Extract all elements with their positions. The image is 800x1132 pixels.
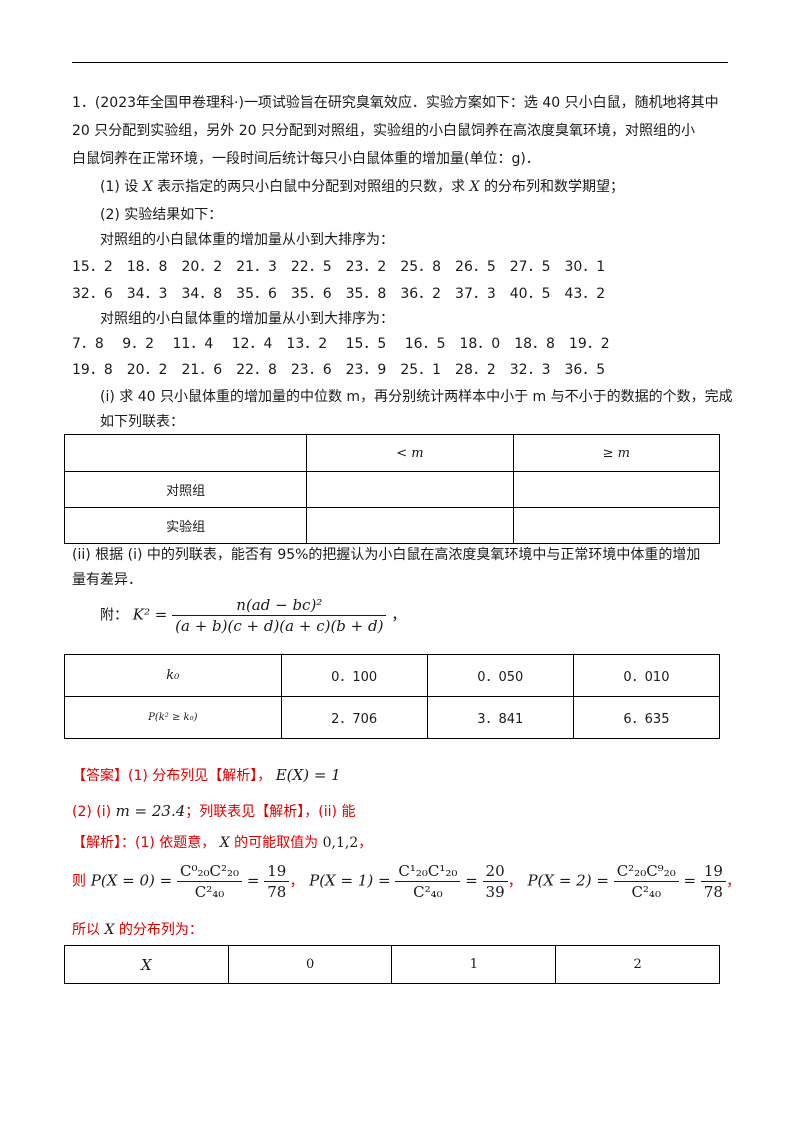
experiment-data-row-1: 7．8 9．2 11．4 12．4 13．2 15．5 16．5 18．0 18… (72, 336, 610, 352)
distribution-header-2: 2 (555, 945, 720, 984)
control-data-row-2: 32．6 34．3 34．8 35．6 35．6 35．8 36．2 37．3 … (72, 286, 606, 302)
distribution-caption: 所以 X 的分布列为： (72, 922, 203, 938)
problem-line-2: 20 只分配到实验组，另外 20 只分配到对照组，实验组的小白鼠饲养在高浓度臭氧… (72, 123, 695, 139)
question-2: (2) 实验结果如下： (100, 207, 223, 223)
answer-label: 【答案】 (72, 768, 128, 784)
question-1: (1) 设 X 表示指定的两只小白鼠中分配到对照组的只数，求 X 的分布列和数学… (100, 179, 625, 195)
control-data-row-1: 15．2 18．8 20．2 21．3 22．5 23．2 25．8 26．5 … (72, 259, 606, 275)
expectation-value: E(X) = 1 (275, 766, 341, 784)
critical-header-p: P(k² ≥ k₀) (64, 696, 282, 739)
problem-source: (2023年全国甲卷理科·) (94, 95, 244, 111)
answer-line-2: (2) (i) m = 23.4；列联表见【解析】，(ii) 能 (72, 802, 356, 820)
critical-cell: 3．841 (426, 696, 574, 739)
critical-row-p: P(k² ≥ k₀) 2．706 3．841 6．635 (64, 696, 721, 739)
critical-cell: 0．010 (572, 654, 721, 697)
question-2-i-line-1: (i) 求 40 只小鼠体重的增加量的中位数 m，再分别统计两样本中小于 m 与… (100, 389, 733, 405)
contingency-cell (306, 471, 514, 508)
contingency-header-blank (63, 434, 308, 472)
question-2-ii-line-2: 量有差异． (72, 572, 142, 588)
answer-line-1: 【答案】(1) 分布列见【解析】， E(X) = 1 (72, 766, 341, 784)
contingency-table: < m ≥ m 对照组 实验组 (63, 434, 721, 544)
distribution-header-0: 0 (227, 945, 393, 984)
experiment-data-row-2: 19．8 20．2 21．6 22．8 23．6 23．9 25．1 28．2 … (72, 362, 606, 378)
contingency-header-less-m: < m (306, 434, 514, 472)
contingency-row-label: 对照组 (63, 471, 308, 508)
distribution-header-row: X 0 1 2 (64, 945, 720, 984)
contingency-cell (306, 507, 514, 544)
critical-cell: 0．100 (280, 654, 428, 697)
distribution-header-x: X (64, 945, 229, 984)
analysis-label: 【解析】 (72, 835, 121, 851)
median-value: m = 23.4 (115, 802, 186, 820)
header-rule (72, 62, 728, 63)
question-2-i-line-2: 如下列联表： (100, 414, 184, 430)
control-heading: 对照组的小白鼠体重的增加量从小到大排序为： (100, 232, 394, 248)
distribution-header-1: 1 (391, 945, 557, 984)
k-squared-fraction: n(ad − bc)² (a + b)(c + d)(a + c)(b + d) (172, 596, 387, 635)
problem-line-3: 白鼠饲养在正常环境，一段时间后统计每只小白鼠体重的增加量(单位：g)． (72, 151, 540, 167)
question-2-ii-line-1: (ii) 根据 (i) 中的列联表，能否有 95%的把握认为小白鼠在高浓度臭氧环… (72, 547, 701, 563)
critical-row-k0: k₀ 0．100 0．050 0．010 (64, 654, 721, 697)
contingency-cell (512, 471, 721, 508)
contingency-cell (512, 507, 721, 544)
distribution-table: X 0 1 2 (64, 945, 720, 984)
critical-value-table: k₀ 0．100 0．050 0．010 P(k² ≥ k₀) 2．706 3．… (64, 654, 721, 739)
critical-cell: 6．635 (572, 696, 721, 739)
critical-cell: 0．050 (426, 654, 574, 697)
k-squared-formula: 附： K² = n(ad − bc)² (a + b)(c + d)(a + c… (100, 596, 407, 635)
contingency-header-geq-m: ≥ m (512, 434, 721, 472)
contingency-row-control: 对照组 (63, 471, 721, 508)
critical-cell: 2．706 (280, 696, 428, 739)
contingency-row-label: 实验组 (63, 507, 308, 544)
problem-stem-1: 一项试验旨在研究臭氧效应．实验方案如下：选 40 只小白鼠，随机地将其中 (243, 95, 719, 111)
problem-line-1: 1．(2023年全国甲卷理科·)一项试验旨在研究臭氧效应．实验方案如下：选 40… (72, 93, 719, 113)
contingency-header-row: < m ≥ m (63, 434, 721, 472)
experiment-heading: 对照组的小白鼠体重的增加量从小到大排序为： (100, 311, 394, 327)
problem-number: 1． (72, 95, 95, 111)
critical-header-k0: k₀ (64, 654, 282, 697)
analysis-line-1: 【解析】：(1) 依题意， X 的可能取值为 0,1,2， (72, 835, 373, 851)
contingency-row-experiment: 实验组 (63, 507, 721, 544)
